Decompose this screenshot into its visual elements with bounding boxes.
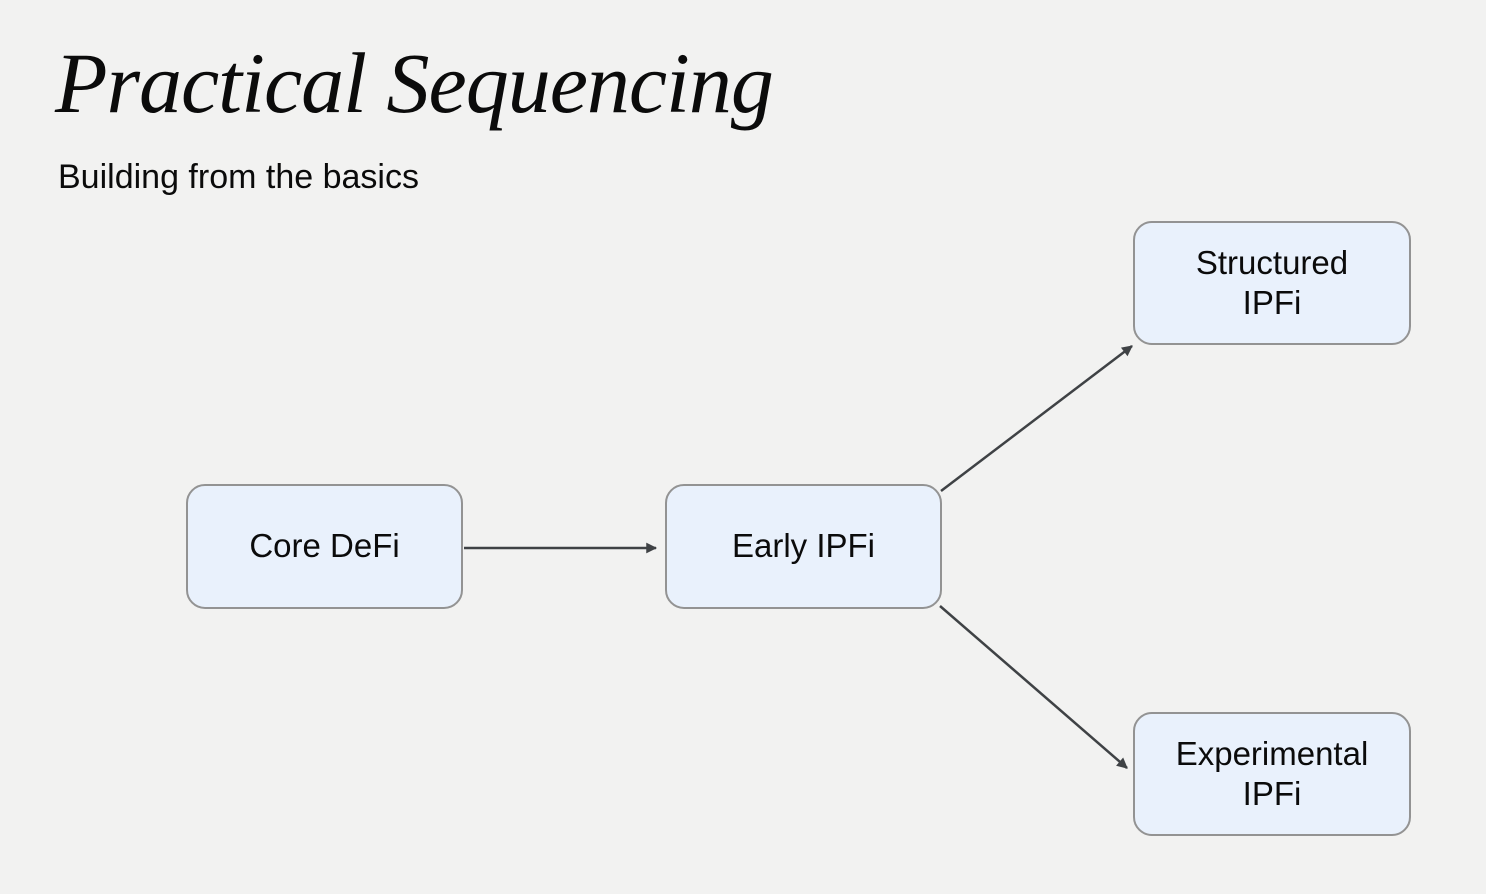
edge-early-ipfi-to-structured-ipfi [940,345,1133,492]
node-structured-ipfi-label: Structured IPFi [1195,243,1349,321]
node-experimental-ipfi: Experimental IPFi [1133,712,1411,836]
slide-subtitle: Building from the basics [58,158,419,196]
node-core-defi: Core DeFi [186,484,463,609]
edge-early-ipfi-to-experimental-ipfi [939,605,1128,769]
node-core-defi-label: Core DeFi [249,527,400,565]
node-structured-ipfi: Structured IPFi [1133,221,1411,345]
slide-title: Practical Sequencing [55,35,774,131]
node-early-ipfi: Early IPFi [665,484,942,609]
node-experimental-ipfi-label: Experimental IPFi [1175,734,1369,812]
node-early-ipfi-label: Early IPFi [731,527,876,565]
